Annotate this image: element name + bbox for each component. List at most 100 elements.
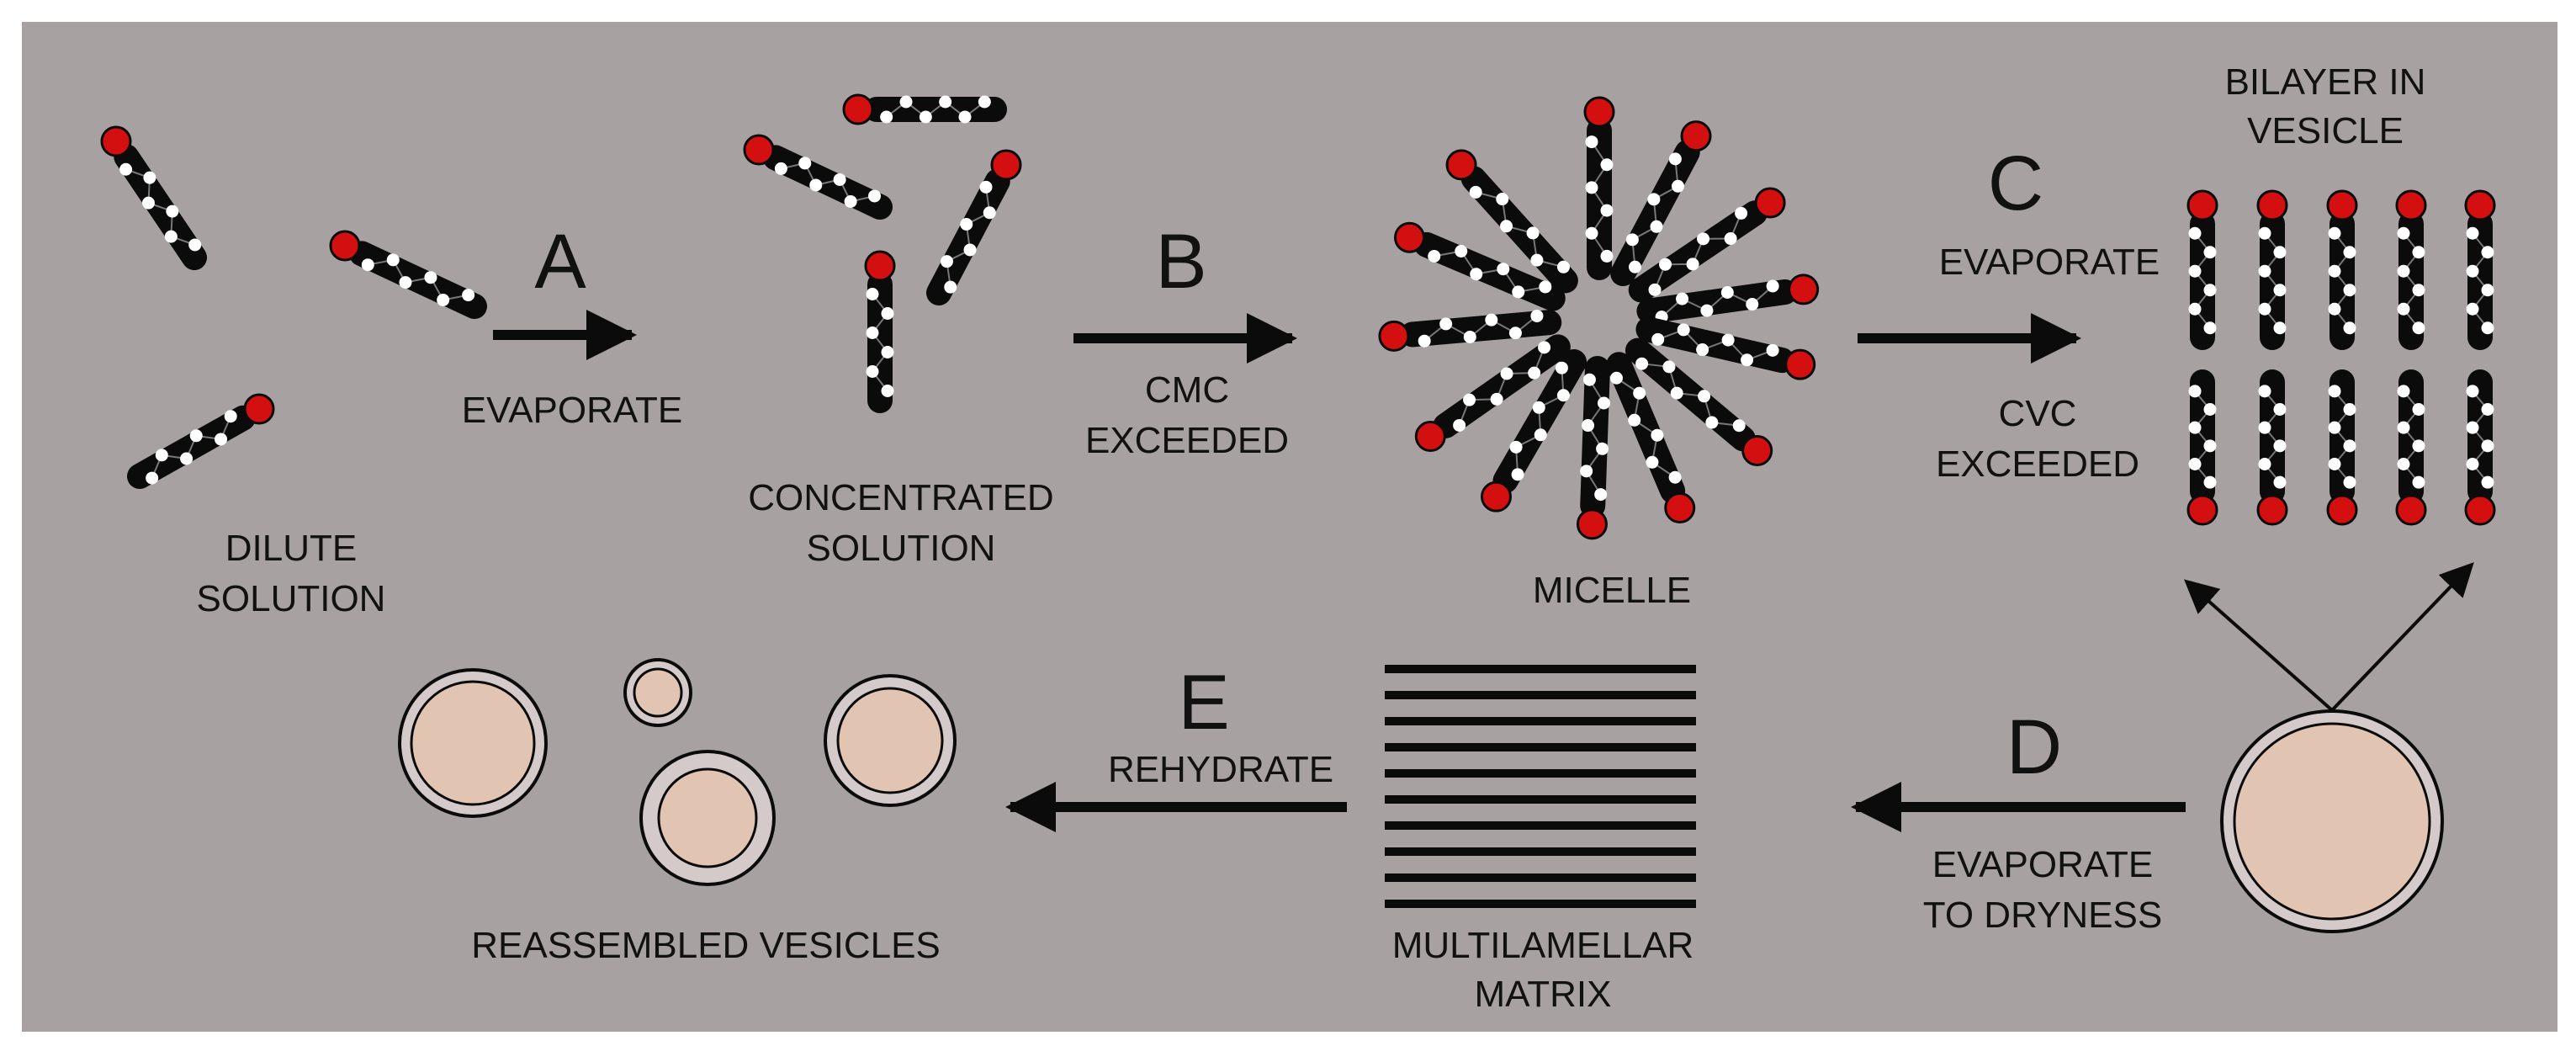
- lipid-bead: [1582, 373, 1596, 386]
- lamella: [1385, 769, 1696, 778]
- lipid-head: [1680, 120, 1712, 152]
- lipid-bead: [2273, 475, 2287, 489]
- lipid-head: [1481, 481, 1512, 512]
- lamella: [1385, 743, 1696, 751]
- lipid-bead: [1530, 253, 1544, 267]
- step-b-label-line1: CMC: [1145, 369, 1229, 411]
- lipid-bead: [2343, 321, 2356, 335]
- lipid-molecule: [2326, 189, 2358, 350]
- lipid-molecule: [2256, 369, 2288, 526]
- lipid-bead: [809, 178, 823, 192]
- lipid-bead: [958, 110, 972, 124]
- vesicle-lumen: [410, 680, 536, 806]
- lipid-bead: [462, 289, 475, 302]
- lipid-head: [2186, 189, 2218, 221]
- stage-multilamellar-line2: MATRIX: [1475, 974, 1612, 1015]
- lipid-bead: [866, 288, 879, 300]
- lipid-bead: [1439, 317, 1453, 331]
- lipid-bead: [1651, 428, 1664, 442]
- lipid-bead: [2328, 264, 2341, 278]
- step-c-label-line3: EXCEEDED: [1936, 443, 2139, 485]
- lipid-bead: [361, 258, 374, 272]
- lipid-bead: [189, 429, 203, 443]
- lipid-head: [243, 393, 275, 425]
- lipid-bead: [881, 346, 894, 358]
- lipid-molecule: [1481, 348, 1587, 512]
- lipid-bead: [1668, 470, 1682, 484]
- multilamellar-matrix: [1385, 665, 1696, 908]
- diagram-panel: A B C D E EVAPORATE CMC EXCEEDED EVAPORA…: [22, 22, 2557, 1032]
- step-d-label-line1: EVAPORATE: [1932, 844, 2153, 885]
- lipid-head: [1754, 187, 1786, 219]
- lipid-bead: [119, 162, 133, 176]
- lipid-bead: [944, 280, 957, 294]
- lipid-molecule: [1635, 316, 1816, 380]
- lipid-bead: [2258, 421, 2271, 434]
- lipid-bead: [424, 271, 437, 284]
- lamella: [1385, 691, 1696, 699]
- lipid-bead: [1556, 260, 1570, 273]
- lipid-molecule: [1610, 120, 1712, 287]
- lipid-bead: [1651, 332, 1665, 346]
- lipid-head: [329, 230, 361, 262]
- lipid-bead: [1721, 333, 1735, 347]
- lipid-head: [1445, 149, 1477, 181]
- lipid-bead: [2343, 403, 2356, 416]
- lipid-bead: [2203, 439, 2217, 453]
- lipid-head: [990, 149, 1022, 181]
- lipid-bead: [1698, 390, 1711, 403]
- lamella: [1385, 873, 1696, 882]
- lipid-bead: [2397, 264, 2410, 278]
- lipid-bead: [774, 162, 787, 175]
- lipid-bead: [1597, 396, 1610, 410]
- lipid-bead: [1500, 220, 1513, 233]
- lipid-bead: [2203, 321, 2217, 335]
- lipid-bead: [1511, 468, 1524, 481]
- lipid-bead: [2343, 475, 2356, 489]
- lipid-bead: [2203, 284, 2217, 297]
- lamella: [1385, 665, 1696, 673]
- lipid-bead: [1668, 152, 1682, 166]
- lipid-bead: [2273, 439, 2287, 453]
- lipid-bead: [919, 110, 932, 124]
- lipid-bead: [2328, 385, 2341, 398]
- lipid-bead: [2481, 403, 2494, 416]
- lipid-bead: [978, 95, 991, 109]
- lipid-head: [2186, 494, 2218, 526]
- lipid-bead: [844, 194, 857, 208]
- lipid-bead: [1594, 488, 1608, 502]
- lipid-bead: [881, 385, 894, 397]
- lipid-bead: [1724, 232, 1737, 246]
- lipid-bead: [2466, 421, 2479, 434]
- lipid-bead: [2481, 439, 2494, 453]
- lipid-bead: [1766, 279, 1779, 293]
- lipid-bead: [1696, 343, 1709, 357]
- lipid-bead: [1646, 455, 1659, 469]
- lipid-molecule: [1628, 187, 1786, 303]
- lipid-bead: [2328, 458, 2341, 470]
- lipid-bead: [1686, 258, 1699, 271]
- lipid-bead: [2412, 439, 2425, 453]
- lipid-bead: [868, 189, 882, 203]
- lamella: [1385, 821, 1696, 830]
- lipid-molecule: [2256, 189, 2288, 350]
- lipid-assembly-diagram: A B C D E EVAPORATE CMC EXCEEDED EVAPORA…: [22, 22, 2557, 1032]
- lipid-bead: [1700, 304, 1714, 317]
- step-a-label: EVAPORATE: [462, 390, 682, 431]
- lipid-bead: [1746, 298, 1759, 311]
- lipid-head: [100, 125, 132, 157]
- lipid-bead: [2328, 226, 2341, 240]
- lipid-molecule: [2186, 369, 2218, 526]
- lipid-bead: [880, 110, 893, 124]
- lipid-molecule: [100, 125, 207, 270]
- lipid-bead: [1556, 389, 1570, 402]
- reassembled-vesicle: [639, 750, 776, 886]
- lipid-bead: [2273, 246, 2287, 259]
- lipid-bead: [1530, 309, 1544, 322]
- lipid-head: [1741, 434, 1773, 466]
- lipid-bead: [1509, 440, 1523, 454]
- lipid-bead: [2412, 246, 2425, 259]
- lipid-bead: [1470, 268, 1483, 281]
- stage-concentrated-line1: CONCENTRATED: [748, 477, 1053, 518]
- lipid-molecule: [2326, 369, 2358, 526]
